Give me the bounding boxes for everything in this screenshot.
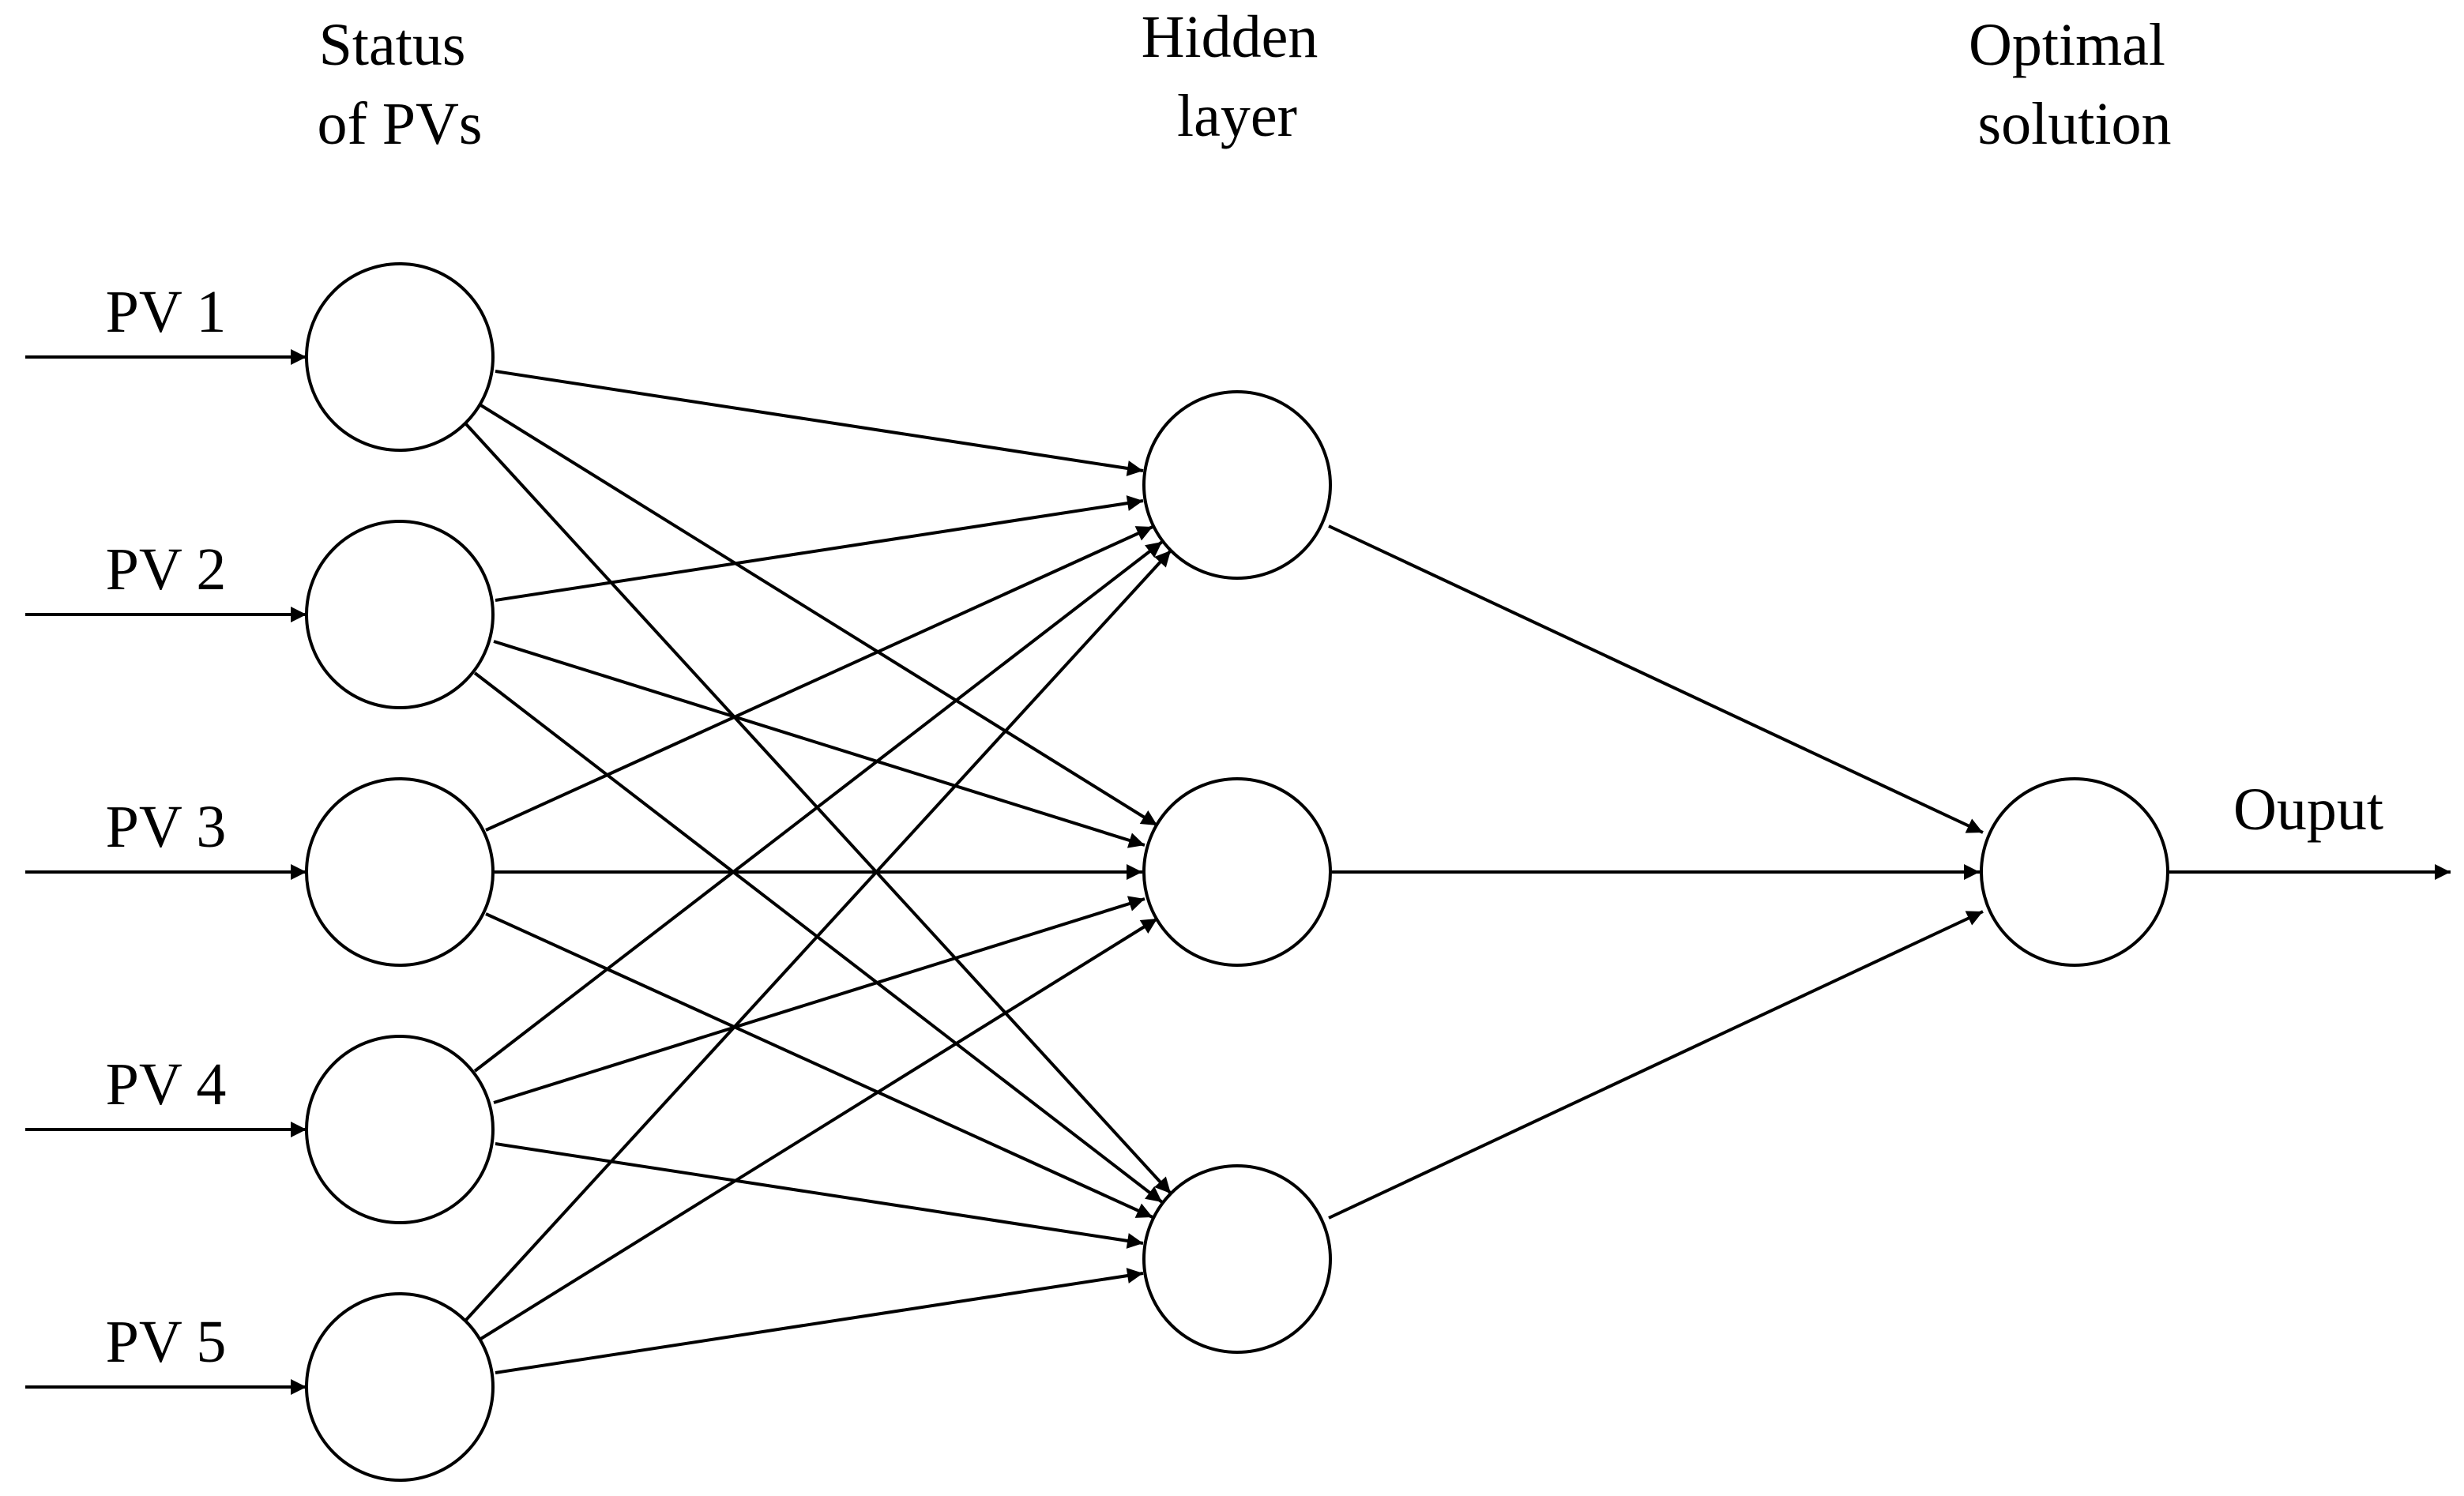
output-heading-line-1: Optimal	[1969, 12, 2165, 78]
edge-pv3-h3	[485, 912, 1153, 1219]
edge-h1-out	[1328, 524, 1984, 834]
input-node-pv5	[305, 1292, 495, 1482]
edge-pv5-h1	[465, 549, 1172, 1321]
edge-pv1-h3	[465, 423, 1172, 1195]
input-labels: PV 1 PV 2 PV 3 PV 4 PV 5	[106, 279, 227, 1375]
edge-pv1-h1	[495, 370, 1144, 476]
output-label: Ouput	[2233, 776, 2383, 843]
hidden-layer-nodes	[1142, 390, 1332, 1354]
input-node-pv3	[305, 777, 495, 967]
output-layer-nodes	[1980, 777, 2169, 967]
edge-pv4-h1	[473, 540, 1164, 1073]
edge-pv4-h3	[495, 1142, 1144, 1249]
output-heading-line-2: solution	[1978, 91, 2172, 157]
edge-pv2-h2	[493, 640, 1145, 848]
hidden-node-2	[1142, 777, 1332, 967]
input-hidden-connections	[465, 370, 1172, 1374]
edge-h3-out	[1328, 910, 1984, 1220]
input-heading-line-1: Status	[319, 12, 466, 78]
edge-pv5-h2	[478, 917, 1159, 1341]
input-layer-nodes	[305, 262, 495, 1482]
edge-pv2-h3	[473, 671, 1164, 1204]
input-node-pv4	[305, 1035, 495, 1224]
hidden-layer-heading: Hidden layer	[1142, 4, 1334, 149]
hidden-node-3	[1142, 1164, 1332, 1354]
hidden-heading-line-2: layer	[1177, 83, 1297, 149]
input-node-pv2	[305, 520, 495, 709]
input-label-pv2: PV 2	[106, 536, 227, 603]
edge-pv3-h1	[485, 525, 1153, 832]
hidden-heading-line-1: Hidden	[1142, 4, 1319, 70]
output-layer-heading: Optimal solution	[1969, 12, 2180, 157]
input-node-pv1	[305, 262, 495, 452]
input-label-pv1: PV 1	[106, 279, 227, 345]
edge-pv1-h2	[478, 403, 1159, 827]
input-arrows	[25, 349, 307, 1395]
input-label-pv3: PV 3	[106, 794, 227, 860]
hidden-output-connections	[1328, 524, 1984, 1220]
edge-pv5-h3	[495, 1268, 1144, 1374]
hidden-node-1	[1142, 390, 1332, 580]
edge-pv4-h2	[493, 896, 1145, 1104]
input-label-pv4: PV 4	[106, 1051, 227, 1118]
input-heading-line-2: of PVs	[317, 91, 482, 157]
edge-pv2-h1	[495, 495, 1144, 602]
input-label-pv5: PV 5	[106, 1309, 227, 1375]
output-node	[1980, 777, 2169, 967]
input-layer-heading: Status of PVs	[317, 12, 482, 157]
